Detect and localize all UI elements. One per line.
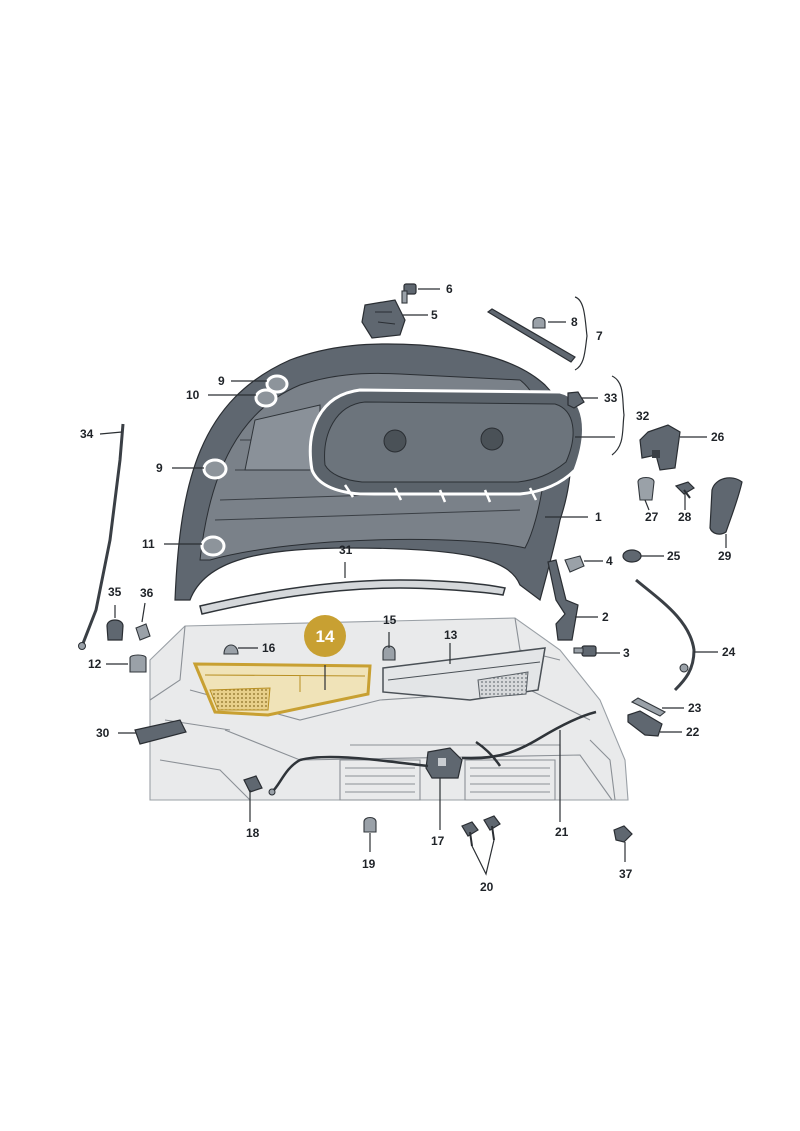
callout-18: 18 [246, 826, 260, 840]
cap-19 [363, 816, 377, 833]
callout-labels: 1 2 3 4 5 6 7 8 9 9 10 11 12 13 15 16 17… [80, 282, 736, 894]
callout-36: 36 [140, 586, 154, 600]
bracket-18 [243, 775, 263, 793]
clip-36 [135, 623, 151, 641]
cowl-cover-13 [382, 647, 546, 701]
callout-33: 33 [604, 391, 618, 405]
callout-17: 17 [431, 834, 445, 848]
callout-21: 21 [555, 825, 569, 839]
cable-18 [268, 755, 429, 796]
callout-31: 31 [339, 543, 353, 557]
hood-latch-17 [425, 747, 463, 779]
support-rod-34 [78, 423, 125, 650]
cap-15 [382, 645, 396, 661]
clip-33 [567, 391, 585, 409]
front-grille [339, 759, 556, 801]
callout-27: 27 [645, 510, 659, 524]
callout-28: 28 [678, 510, 692, 524]
buffer-25 [622, 549, 642, 563]
callout-11: 11 [142, 537, 155, 551]
grommet-9-mid [202, 458, 228, 480]
bracket-22 [627, 710, 663, 737]
leader-lines [99, 288, 727, 876]
callout-35: 35 [108, 585, 122, 599]
screw-28 [674, 481, 695, 499]
clip-37 [613, 825, 633, 843]
badge-14-text: 14 [316, 627, 335, 646]
trim-29 [709, 477, 743, 535]
plug-27 [637, 476, 655, 501]
latch-bracket [361, 299, 406, 339]
callout-7: 7 [596, 329, 603, 343]
callout-9-mid: 9 [156, 461, 163, 475]
callout-16: 16 [262, 641, 276, 655]
release-cable-24 [635, 578, 696, 692]
callout-26: 26 [711, 430, 725, 444]
callout-5: 5 [431, 308, 438, 322]
callout-6: 6 [446, 282, 453, 296]
grommet-10 [254, 388, 278, 408]
callout-15: 15 [383, 613, 397, 627]
lock-hook-2 [547, 559, 579, 641]
bolt-3 [573, 645, 597, 657]
spacer-12 [129, 654, 147, 673]
cable-21 [461, 710, 597, 767]
buffer-35 [106, 619, 124, 641]
callout-24: 24 [722, 645, 736, 659]
cap-16 [223, 644, 239, 655]
badge-14-highlight[interactable]: 14 [304, 615, 346, 657]
callout-25: 25 [667, 549, 681, 563]
clip-8 [532, 316, 546, 329]
bracket-30 [134, 719, 187, 745]
grommet-11 [200, 535, 226, 557]
callout-30: 30 [96, 726, 110, 740]
callout-2: 2 [602, 610, 609, 624]
screws-20 [461, 815, 501, 847]
callout-37: 37 [619, 867, 633, 881]
callout-13: 13 [444, 628, 458, 642]
bolt-6 [401, 283, 417, 304]
callout-20: 20 [480, 880, 494, 894]
callout-10: 10 [186, 388, 200, 402]
callout-12: 12 [88, 657, 102, 671]
grommet-9-top [265, 374, 289, 394]
callout-32: 32 [636, 409, 650, 423]
callout-4: 4 [606, 554, 613, 568]
callout-9-top: 9 [218, 374, 225, 388]
callout-19: 19 [362, 857, 376, 871]
callout-3: 3 [623, 646, 630, 660]
bracket-23 [630, 697, 667, 717]
seal-strip-7 [486, 308, 576, 363]
callout-22: 22 [686, 725, 700, 739]
callout-29: 29 [718, 549, 732, 563]
callout-8: 8 [571, 315, 578, 329]
hinge-26 [639, 424, 681, 471]
callout-1: 1 [595, 510, 602, 524]
seal-31 [199, 579, 506, 615]
cowl-cover-14-highlighted [192, 662, 372, 717]
callout-23: 23 [688, 701, 702, 715]
callout-34: 34 [80, 427, 94, 441]
bonnet-insulation-mat [308, 388, 585, 503]
buffer-4 [564, 555, 585, 573]
